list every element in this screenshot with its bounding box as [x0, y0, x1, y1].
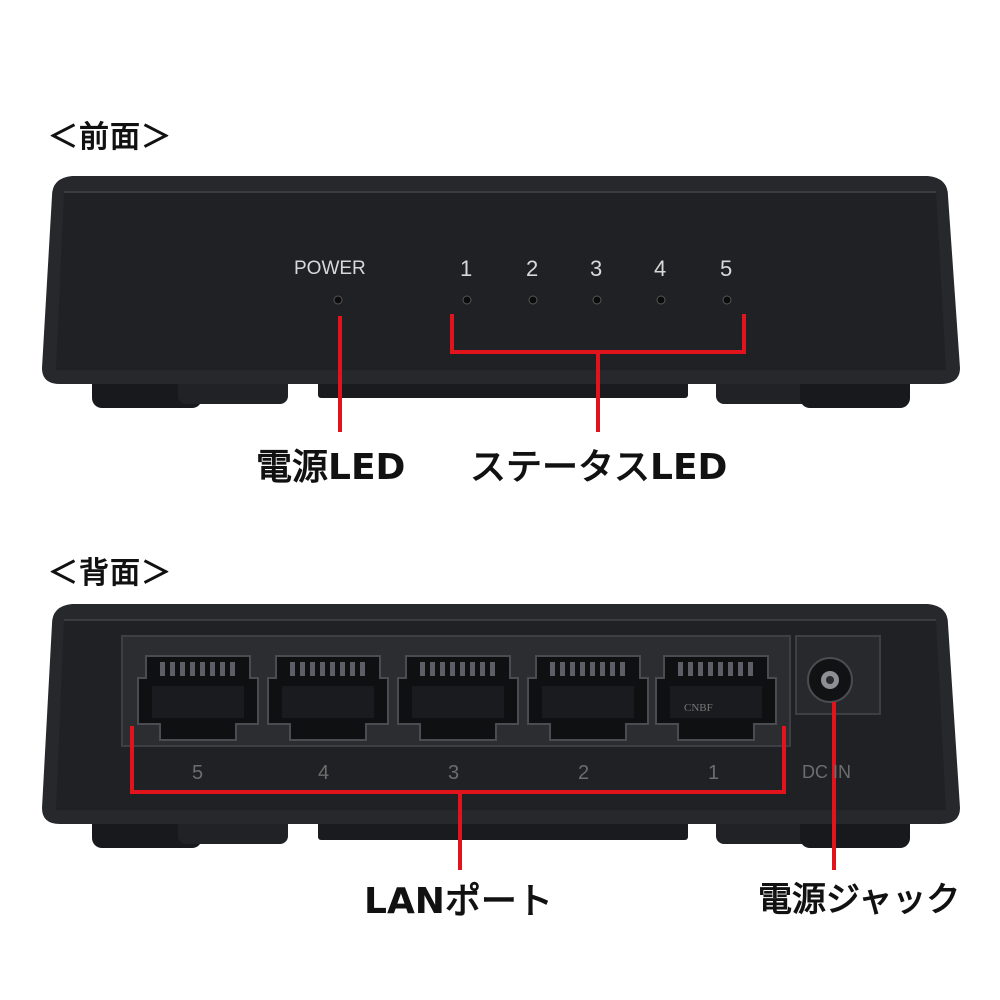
lan-port-pin	[360, 662, 365, 676]
lan-port-2[interactable]	[527, 655, 649, 741]
lan-port-pin	[480, 662, 485, 676]
lan-port-pin	[470, 662, 475, 676]
lan-port-cavity	[282, 686, 374, 718]
lan-port-pin	[430, 662, 435, 676]
back-port-number-5: 5	[192, 762, 204, 784]
lan-port-pin	[718, 662, 723, 676]
back-port-number-2: 2	[578, 762, 590, 784]
lan-port-cavity	[152, 686, 244, 718]
back-port-number-1: 1	[708, 762, 720, 784]
lan-port-pin	[610, 662, 615, 676]
lan-port-callout: LANポート	[364, 881, 553, 922]
lan-port-pin	[570, 662, 575, 676]
status-led-callout: ステータスLED	[470, 447, 728, 488]
lan-port-pin	[550, 662, 555, 676]
lan-port-pin	[160, 662, 165, 676]
lan-port-pin	[678, 662, 683, 676]
lan-port-pin	[748, 662, 753, 676]
lan-port-pin	[350, 662, 355, 676]
back-port-number-3: 3	[448, 762, 460, 784]
lan-port-5[interactable]	[137, 655, 259, 741]
back-callout-lines	[130, 702, 836, 870]
lan-port-cavity	[412, 686, 504, 718]
port-label-3: 3	[590, 256, 603, 281]
lan-ports	[137, 655, 777, 741]
lan-port-cavity	[670, 686, 762, 718]
status-led-4	[656, 295, 666, 305]
front-face	[56, 192, 946, 370]
lan-port-pin	[490, 662, 495, 676]
lan-port-pin	[170, 662, 175, 676]
front-device	[42, 176, 960, 408]
lan-port-pin	[210, 662, 215, 676]
port-label-5: 5	[720, 256, 733, 281]
lan-port-pin	[180, 662, 185, 676]
power-jack-callout: 電源ジャック	[758, 880, 961, 920]
port-label-1: 1	[460, 256, 473, 281]
lan-port-pin	[220, 662, 225, 676]
lan-port-pin	[310, 662, 315, 676]
port-label-4: 4	[654, 256, 667, 281]
back-port-number-4: 4	[318, 762, 330, 784]
lan-port-pin	[460, 662, 465, 676]
lan-port-pin	[688, 662, 693, 676]
power-led	[333, 295, 343, 305]
lan-port-1[interactable]	[655, 655, 777, 741]
lan-port-pin	[300, 662, 305, 676]
lan-port-pin	[600, 662, 605, 676]
status-led-1	[462, 295, 472, 305]
lan-port-pin	[200, 662, 205, 676]
status-led-3	[592, 295, 602, 305]
lan-port-pin	[620, 662, 625, 676]
lan-port-pin	[450, 662, 455, 676]
lan-port-pin	[738, 662, 743, 676]
dc-in-label: DC IN	[802, 762, 851, 782]
status-led-5	[722, 295, 732, 305]
lan-port-pin	[230, 662, 235, 676]
lan-port-pin	[580, 662, 585, 676]
lan-port-3[interactable]	[397, 655, 519, 741]
status-led-2	[528, 295, 538, 305]
lan-port-pin	[330, 662, 335, 676]
lan-port-pin	[190, 662, 195, 676]
lan-port-pin	[560, 662, 565, 676]
power-led-callout: 電源LED	[256, 447, 406, 488]
lan-port-pin	[340, 662, 345, 676]
front-heading: ＜前面＞	[48, 120, 172, 155]
front-callout-lines	[338, 314, 746, 432]
lan-port-pin	[440, 662, 445, 676]
lan-port-4[interactable]	[267, 655, 389, 741]
lan-port-pin	[320, 662, 325, 676]
port-mark: CNBF	[684, 702, 713, 714]
lan-port-pin	[708, 662, 713, 676]
lan-port-pin	[698, 662, 703, 676]
lan-port-pin	[290, 662, 295, 676]
back-heading: ＜背面＞	[48, 556, 172, 591]
lan-port-cavity	[542, 686, 634, 718]
power-label: POWER	[294, 258, 366, 279]
lan-port-pin	[420, 662, 425, 676]
port-label-2: 2	[526, 256, 539, 281]
lan-port-pin	[590, 662, 595, 676]
lan-port-pin	[728, 662, 733, 676]
